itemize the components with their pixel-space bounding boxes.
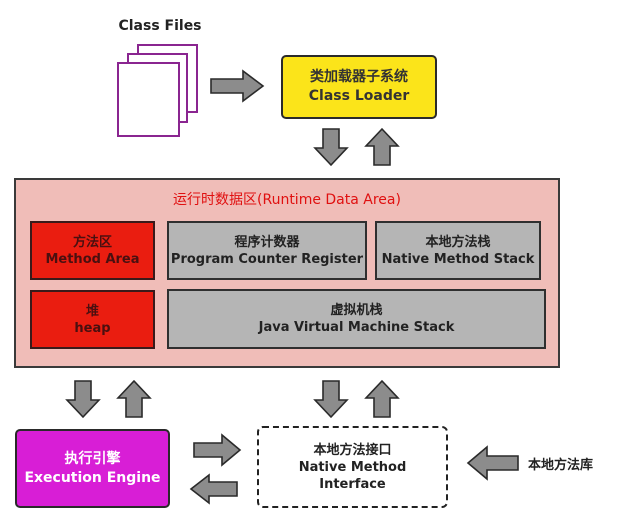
native-method-stack-label-en: Native Method Stack [381,251,535,267]
arrow-left-icon [466,445,519,481]
native-method-stack-label-cn: 本地方法栈 [425,234,491,250]
class-file-page [117,62,180,137]
heap-box[interactable]: 堆 heap [30,290,155,349]
heap-label-cn: 堆 [85,303,99,319]
method-area-box[interactable]: 方法区 Method Area [30,221,155,280]
heap-label-en: heap [74,320,111,336]
execution-engine-label-cn: 执行引擎 [64,450,121,467]
arrow-right-icon [193,433,242,467]
native-method-stack-box[interactable]: 本地方法栈 Native Method Stack [375,221,541,280]
native-interface-label-cn: 本地方法接口 [313,442,392,458]
pc-register-label-cn: 程序计数器 [234,234,300,250]
execution-engine-label-en: Execution Engine [24,469,161,486]
jvm-stack-label-cn: 虚拟机栈 [330,303,383,318]
arrow-down-icon [313,380,349,419]
method-area-label-en: Method Area [45,251,140,267]
arrow-right-icon [210,69,265,103]
native-method-interface-box[interactable]: 本地方法接口 Native Method Interface [257,426,448,508]
class-loader-label-cn: 类加载器子系统 [310,69,408,85]
arrow-up-icon [364,127,400,166]
pc-register-label-en: Program Counter Register [170,251,364,267]
runtime-data-area-title: 运行时数据区(Runtime Data Area) [173,192,401,208]
arrow-left-icon [189,473,238,505]
arrow-down-icon [313,128,349,167]
pc-register-box[interactable]: 程序计数器 Program Counter Register [167,221,367,280]
class-loader-label-en: Class Loader [308,88,410,104]
class-loader-box[interactable]: 类加载器子系统 Class Loader [281,55,437,119]
jvm-stack-box[interactable]: 虚拟机栈 Java Virtual Machine Stack [167,289,546,349]
method-area-label-cn: 方法区 [72,234,112,250]
execution-engine-box[interactable]: 执行引擎 Execution Engine [15,429,170,508]
arrow-up-icon [116,379,152,418]
native-interface-label-en1: Native Method [298,459,407,475]
jvm-stack-label-en: Java Virtual Machine Stack [258,320,455,335]
arrow-up-icon [364,379,400,418]
class-files-title: Class Files [118,18,202,34]
native-method-library-label: 本地方法库 [528,458,594,473]
arrow-down-icon [65,380,101,419]
native-interface-label-en2: Interface [319,476,386,492]
